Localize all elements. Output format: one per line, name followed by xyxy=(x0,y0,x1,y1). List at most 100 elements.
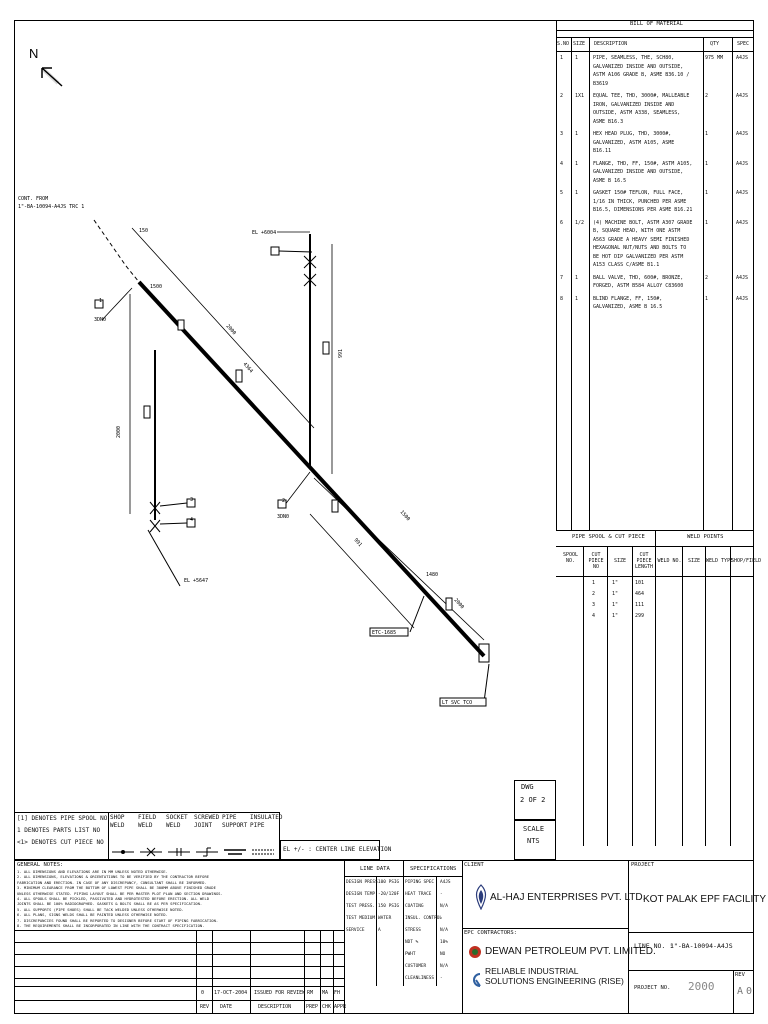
bom-sno: 6 xyxy=(560,219,564,226)
dim-label: 2000 xyxy=(116,426,122,438)
spec-value: - xyxy=(440,976,443,981)
bom-qty: 1 xyxy=(705,131,709,137)
rev-cell: ISSUED FOR REVIEW xyxy=(254,990,306,996)
elevation-note-box xyxy=(280,840,380,860)
general-note: JOINTS SHALL BE 100% RADIOGRAPHED. GASKE… xyxy=(17,901,203,907)
legend-item: [1] DENOTES PIPE SPOOL NO xyxy=(17,815,108,822)
rev-header: DESCRIPTION xyxy=(258,1004,292,1010)
line-data-value: A xyxy=(378,928,381,933)
bom-header: QTY xyxy=(710,41,720,47)
project-label: PROJECT xyxy=(631,862,655,868)
isometric-drawing: N xyxy=(18,46,490,707)
bom-size: 1 xyxy=(575,160,579,167)
spool-cell: 4 xyxy=(592,613,596,619)
valve-icon xyxy=(149,255,490,663)
bom-size: 1 xyxy=(575,274,579,281)
bom-description: FORGED, ASTM B584 ALLOY C83600 xyxy=(593,283,684,289)
epc-contractor-2: RELIABLE INDUSTRIAL SOLUTIONS ENGINEERIN… xyxy=(485,966,624,986)
legend-symbol-label: FIELD xyxy=(138,814,157,821)
general-note: FABRICATION AND ERECTION. IN CASE OF ANY… xyxy=(17,879,207,885)
line-data-value: 150 PSIG xyxy=(378,904,400,909)
bom-description: ASME B16.3 xyxy=(593,118,624,125)
bom-description: GASKET 150# TEFLON, FULL FACE, xyxy=(593,190,684,196)
bom-description: ASME B 16.5 xyxy=(593,177,627,184)
legend-symbol-icon xyxy=(252,842,274,855)
weld-header: SHOP/FIELD xyxy=(731,558,762,564)
legend-symbol-label: JOINT xyxy=(194,822,213,829)
bom-title: BILL OF MATERIAL xyxy=(630,21,683,27)
bom-description: BLIND FLANGE, FF, 150#, xyxy=(593,295,663,302)
general-note: 7. DISCREPANCIES FOUND SHALL BE REPORTED… xyxy=(17,917,219,923)
bom-description: GALVANIZED INSIDE AND OUTSIDE, xyxy=(593,63,684,70)
bom-description: B, SQUARE HEAD, WITH ONE ASTM xyxy=(593,228,681,234)
spec-label: NDT % xyxy=(405,940,419,945)
callout-label: 3DN0 xyxy=(94,317,106,323)
cont-from-line: 1"-BA-10094-A4JS TRC 1 xyxy=(18,204,84,210)
dim-label: 2000 xyxy=(225,323,238,336)
spool-cell: 464 xyxy=(635,591,645,597)
spool-header: SIZE xyxy=(613,558,627,564)
bom-description: HEX HEAD PLUG, THD, 3000#, xyxy=(593,131,672,137)
bom-spec: A4JS xyxy=(736,55,749,61)
legend-symbol-label: PIPE xyxy=(250,822,265,829)
rev-cell: RM xyxy=(307,990,314,996)
bom-size: 1 xyxy=(575,295,579,302)
dim-label: 991 xyxy=(338,349,344,358)
sheet-box xyxy=(514,780,556,820)
north-arrow-icon: N xyxy=(29,46,63,87)
spool-cell: 1" xyxy=(612,613,619,619)
spec-value: N/A xyxy=(440,964,448,969)
main-pipe xyxy=(137,280,486,658)
dewan-logo-icon xyxy=(468,944,482,958)
bom-sno: 7 xyxy=(560,274,564,281)
bom-description: B3619 xyxy=(593,80,609,87)
spec-label: CUSTOMER xyxy=(405,964,427,969)
bom-header: S.NO xyxy=(557,41,570,47)
general-note: 8. THE REQUIREMENTS SHALL BE INCORPORATE… xyxy=(17,923,205,928)
sheet-label: DWG xyxy=(521,783,534,791)
spool-title: PIPE SPOOL & CUT PIECE xyxy=(572,534,645,540)
spool-marker xyxy=(94,299,104,309)
rev-header: APPR xyxy=(334,1004,347,1010)
bom-size: 1 xyxy=(575,190,579,196)
spec-label: HEAT TRACE xyxy=(405,892,432,897)
bom-description: GALVANIZED, ASTM A105, ASME xyxy=(593,139,675,146)
bill-of-material xyxy=(556,20,754,530)
line-data-title: LINE DATA xyxy=(360,866,390,872)
rev-cell: MA xyxy=(322,990,329,996)
legend-symbol-icon xyxy=(140,842,162,857)
scale-value: NTS xyxy=(527,837,540,845)
specs-title: SPECIFICATIONS xyxy=(410,866,457,872)
bom-sno: 8 xyxy=(560,295,564,302)
bom-description: A153 CLASS C/ASME B1.1 xyxy=(593,262,660,268)
spec-label: PWHT xyxy=(405,952,416,957)
bom-description: HEXAGONAL NUT/NUTS AND BOLTS TO xyxy=(593,245,687,251)
elevation-label: EL +5647 xyxy=(184,578,208,584)
bom-spec: A4JS xyxy=(736,160,749,167)
client-logo-icon xyxy=(474,884,488,911)
legend-symbol-label: WELD xyxy=(110,822,125,829)
dim-label: 991 xyxy=(353,537,364,548)
parts-marker xyxy=(270,246,280,256)
bom-description: GALVANIZED INSIDE AND OUTSIDE, xyxy=(593,169,684,175)
bom-description: 1/16 IN THICK, PUNCHED PER ASME xyxy=(593,198,687,205)
bom-description: A563 GRADE A HEAVY SEMI FINISHED xyxy=(593,236,690,243)
pipe-support-icon xyxy=(143,319,453,611)
bom-description: EQUAL TEE, THD, 3000#, MALLEABLE xyxy=(593,93,690,99)
bom-description: GALVANIZED, ASME B 16.5 xyxy=(593,304,663,310)
bom-qty: 1 xyxy=(705,160,709,167)
continuation-line xyxy=(93,219,140,283)
marker-label: 1 xyxy=(99,298,102,304)
line-data-label: DESIGN PRESS. xyxy=(346,880,381,885)
bom-sno: 4 xyxy=(560,160,564,167)
bom-header: SPEC xyxy=(737,41,750,47)
bom-description: B16.11 xyxy=(593,148,612,154)
spool-cell: 299 xyxy=(635,613,645,619)
general-note: 6. ALL PLANS, SIGNS WELDS SHALL BE PAINT… xyxy=(17,912,168,918)
weld-header: WELD NO. xyxy=(657,558,682,564)
legend-symbol-label: INSULATED xyxy=(250,814,283,821)
legend-item: 1 DENOTES PARTS LIST NO xyxy=(17,827,101,834)
sheet-letter: A xyxy=(737,986,744,997)
rev-label: REV xyxy=(735,972,745,978)
bom-qty: 1 xyxy=(705,190,709,196)
